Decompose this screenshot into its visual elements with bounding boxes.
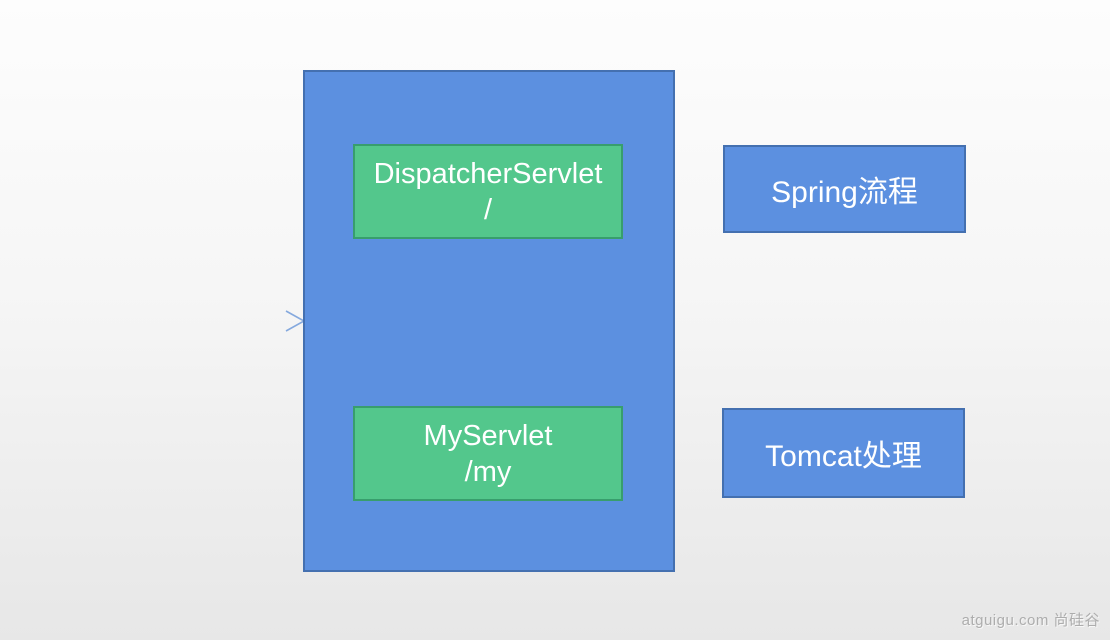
my-servlet-mapping: /my [464, 455, 512, 488]
my-servlet-box: MyServlet /my [353, 406, 623, 501]
dispatcher-servlet-name: DispatcherServlet [373, 157, 603, 190]
tomcat-handle-box: Tomcat处理 [722, 408, 965, 498]
watermark: atguigu.com 尚硅谷 [961, 612, 1100, 629]
request-arrow-icon [118, 310, 306, 332]
spring-flow-box: Spring流程 [723, 145, 966, 233]
dispatcher-servlet-mapping: / [483, 193, 493, 226]
tomcat-handle-label: Tomcat处理 [765, 440, 922, 473]
dispatcher-servlet-box: DispatcherServlet / [353, 144, 623, 239]
my-servlet-name: MyServlet [423, 419, 553, 452]
spring-flow-label: Spring流程 [771, 176, 918, 209]
